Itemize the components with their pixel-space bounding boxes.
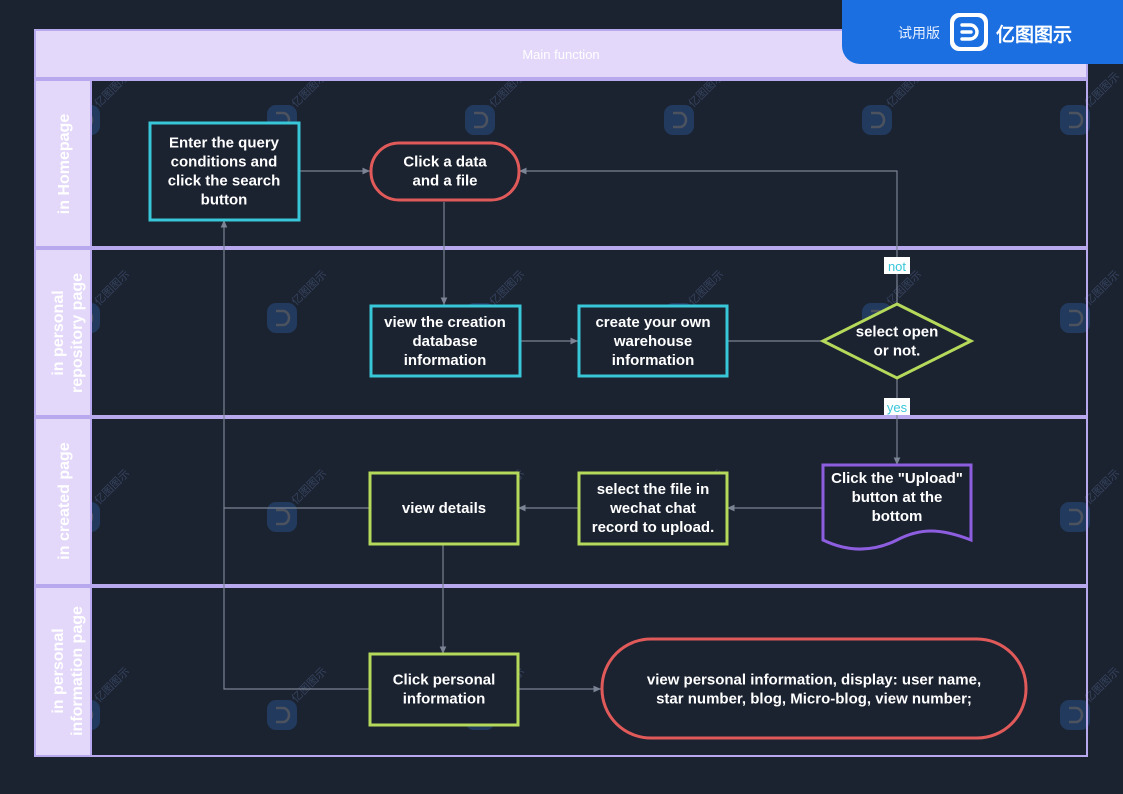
edge-label-yes: yes: [884, 398, 910, 415]
node-label-line: button: [201, 192, 248, 209]
node-label: Click a data and a file: [403, 154, 487, 190]
node-view-creation-database[interactable]: view the creation database information: [369, 304, 522, 378]
node-label-line: Enter the query: [169, 135, 280, 152]
node-click-data-file[interactable]: Click a data and a file: [369, 141, 521, 202]
node-label-line: Click personal: [393, 672, 496, 689]
watermark-icon: 亿图图示: [267, 268, 329, 333]
node-label-line: button at the: [852, 489, 943, 506]
node-label-line: information: [404, 352, 487, 369]
watermark-icon: 亿图图示: [1060, 467, 1122, 532]
node-create-warehouse[interactable]: create your own warehouse information: [577, 304, 729, 378]
node-select-open-decision[interactable]: select open or not.: [819, 302, 975, 380]
node-label-line: Click a data: [403, 154, 487, 171]
node-label-line: warehouse: [613, 333, 692, 350]
node-label-line: information: [612, 352, 695, 369]
node-label-line: conditions and: [171, 154, 278, 171]
lane-header: [34, 248, 92, 417]
node-label-line: database: [412, 333, 477, 350]
brand-name: 亿图图示: [996, 25, 1073, 46]
node-label-line: click the search: [168, 173, 281, 190]
node-label: Click the "Upload" button at the bottom: [831, 470, 963, 525]
trial-badge[interactable]: 试用版 亿图图示: [842, 0, 1123, 64]
node-label: view personal information, display: user…: [647, 672, 981, 708]
connectors: [220, 167, 901, 693]
pool-title: Main function: [522, 47, 599, 62]
watermark-icon: 亿图图示: [267, 467, 329, 532]
lane-body: [90, 248, 1088, 417]
node-label-line: information: [403, 691, 486, 708]
lane-label: in Homepage: [56, 114, 73, 215]
node-label-line: view details: [402, 500, 486, 517]
node-label: select open or not.: [856, 324, 939, 360]
node-click-personal-information[interactable]: Click personal information: [368, 652, 520, 727]
edge-label-not-text: not: [888, 259, 906, 274]
watermark-text: 亿图图示: [289, 665, 329, 705]
node-select-file-wechat[interactable]: select the file in wechat chat record to u…: [577, 471, 729, 546]
lane-label: in created page: [56, 442, 73, 559]
lane-header: [34, 79, 92, 248]
edge-details-to-query: [220, 220, 370, 509]
watermark-text: 亿图图示: [289, 268, 329, 308]
lane-body: [90, 79, 1088, 248]
watermark-icon: 亿图图示: [1060, 268, 1122, 333]
node-label-line: view the creation: [384, 314, 506, 331]
edge-label-yes-text: yes: [887, 400, 908, 415]
node-label-line: wechat chat: [609, 500, 696, 517]
edraw-logo-icon: [950, 13, 988, 51]
edge-personal-to-query: [223, 508, 370, 690]
node-label-line: record to upload.: [592, 519, 715, 536]
watermark-icon: 亿图图示: [267, 665, 329, 730]
node-view-personal-information[interactable]: view personal information, display: user…: [600, 637, 1028, 740]
lane-created: in created page: [34, 417, 1088, 586]
node-enter-query[interactable]: Enter the query conditions and click the s…: [148, 121, 301, 222]
node-view-details[interactable]: view details: [368, 471, 520, 546]
node-label-line: star number, blog, Micro-blog, view numb…: [656, 691, 972, 708]
node-label-line: select the file in: [597, 481, 710, 498]
node-label: view the creation database information: [384, 314, 506, 369]
trial-label: 试用版: [898, 25, 940, 41]
node-label-line: view personal information, display: user…: [647, 672, 981, 689]
lane-header: [34, 417, 92, 586]
watermark-text: 亿图图示: [92, 467, 132, 507]
watermark-text: 亿图图示: [289, 467, 329, 507]
edge-label-not: not: [884, 257, 910, 274]
watermark-text: 亿图图示: [686, 268, 726, 308]
lane-body: [90, 417, 1088, 586]
node-label-line: create your own: [595, 314, 710, 331]
node-click-upload-document[interactable]: Click the "Upload" button at the bottom: [821, 463, 973, 551]
node-label-line: select open: [856, 324, 939, 341]
lane-homepage: in Homepage: [34, 79, 1088, 248]
node-label-line: or not.: [874, 343, 921, 360]
watermark-icon: 亿图图示: [1060, 665, 1122, 730]
node-label: select the file in wechat chat record to u…: [592, 481, 715, 536]
watermark-text: 亿图图示: [92, 665, 132, 705]
node-label: Click personal information: [393, 672, 496, 708]
node-label: Enter the query conditions and click the s…: [168, 135, 281, 209]
node-label: create your own warehouse information: [595, 314, 710, 369]
watermark-text: 亿图图示: [92, 268, 132, 308]
lane-body: [90, 586, 1088, 757]
watermark-text: 亿图图示: [487, 268, 527, 308]
node-label-line: bottom: [872, 508, 923, 525]
node-label: view details: [402, 500, 486, 517]
node-label-line: and a file: [412, 173, 477, 190]
node-label-line: Click the "Upload": [831, 470, 963, 487]
